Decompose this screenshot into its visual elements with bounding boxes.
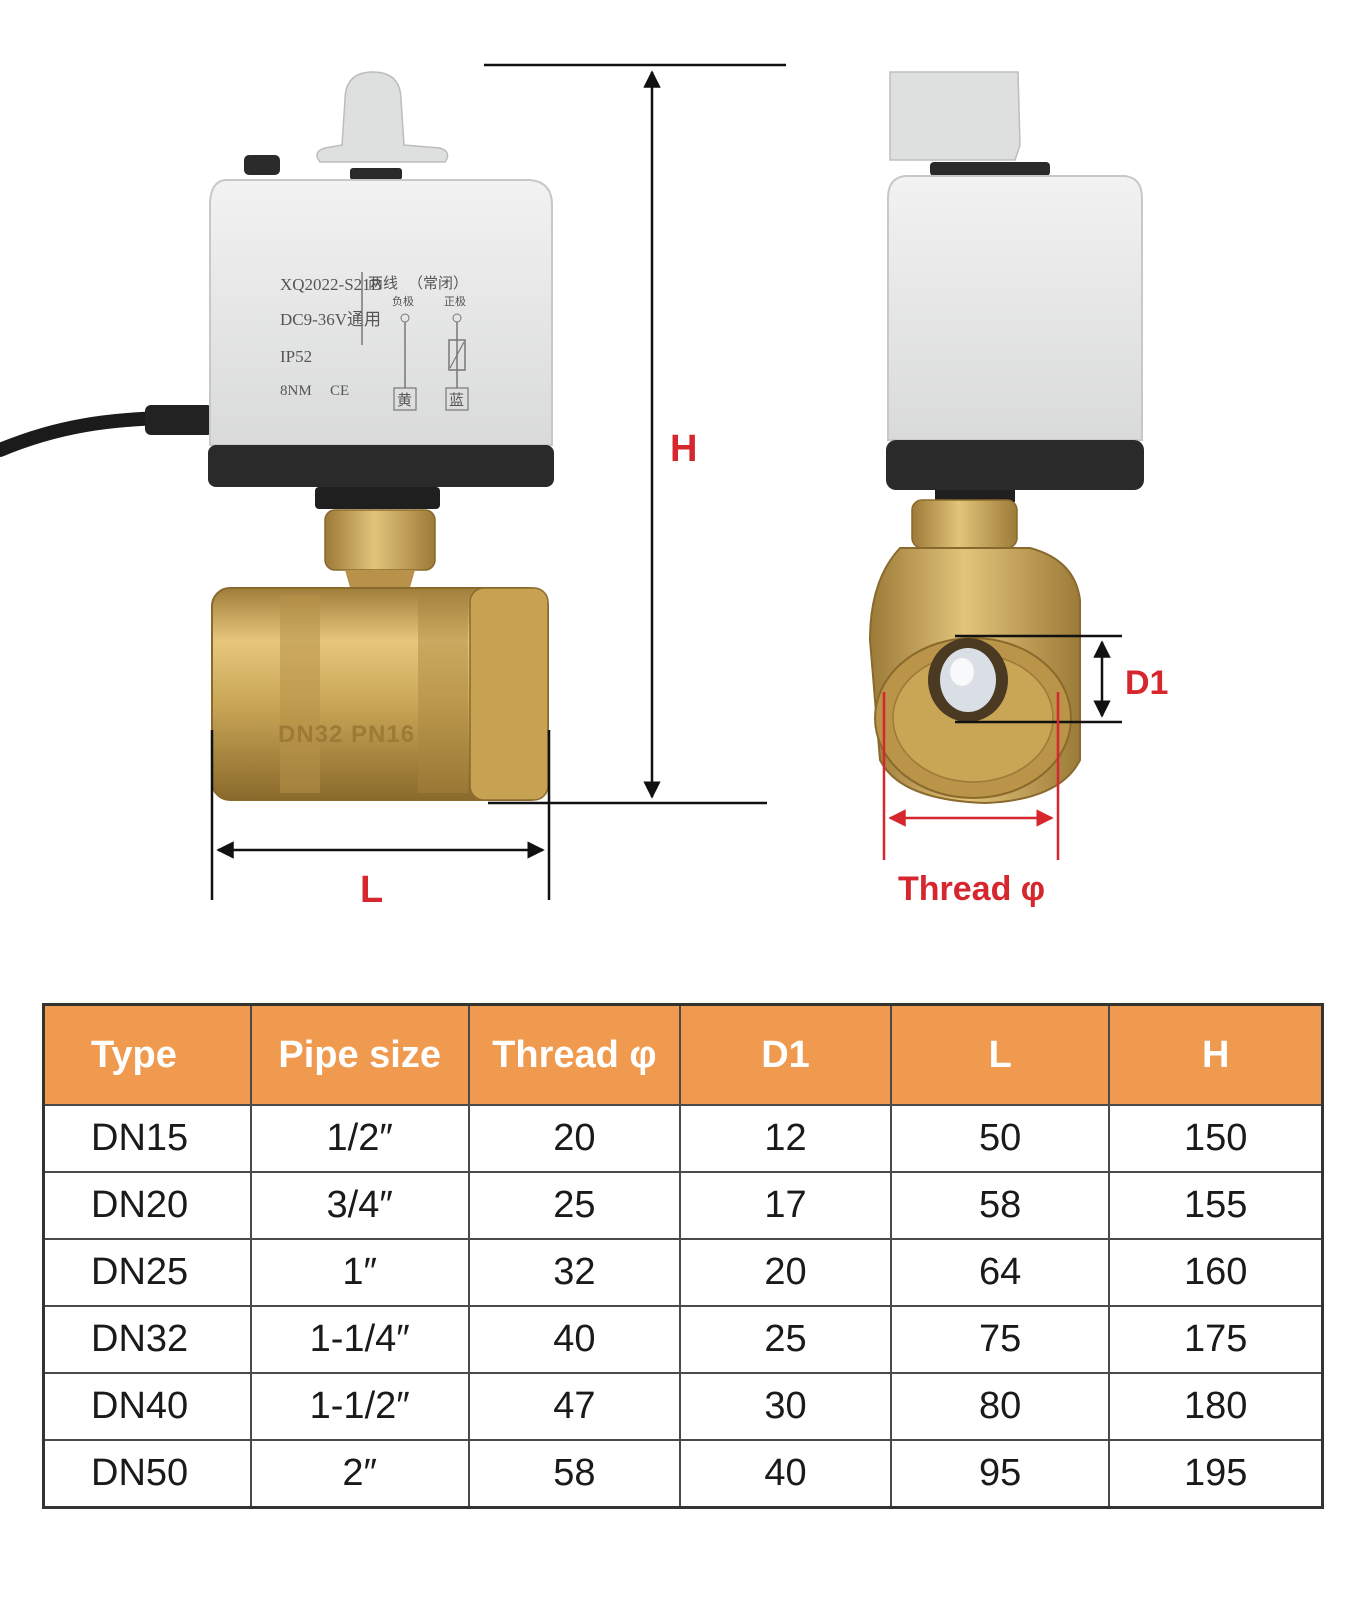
cell-h: 175 [1108,1305,1324,1374]
cell-l: 75 [890,1305,1111,1374]
front-view-valve: XQ2022-S21B DC9-36V通用 IP52 8NM CE 两线 （常闭… [0,71,554,801]
thread-label: Thread φ [898,870,1045,908]
table-row: DN15 1/2″ 20 12 50 150 [42,1104,1324,1173]
side-knob [889,71,1021,161]
side-brass-body [868,547,1081,805]
header-l: L [890,1003,1111,1106]
cell-l: 95 [890,1439,1111,1509]
header-type: Type [42,1003,252,1106]
height-dimension: H [484,63,786,805]
header-d1: D1 [678,1003,893,1106]
cell-l: 80 [890,1372,1111,1441]
side-actuator-housing [887,175,1143,441]
cell-thread: 25 [467,1171,681,1240]
stem-nut [324,509,436,571]
valve-dimension-diagram: XQ2022-S21B DC9-36V通用 IP52 8NM CE 两线 （常闭… [0,63,1168,911]
cell-h: 180 [1108,1372,1324,1441]
cell-thread: 40 [467,1305,681,1374]
table-row: DN50 2″ 58 40 95 195 [42,1439,1324,1509]
protection-text: IP52 [280,347,312,366]
height-label: H [670,428,697,470]
actuator-base [208,445,554,487]
wiring-text: 两线 [368,274,398,292]
cell-pipe-size: 3/4″ [249,1171,470,1240]
cell-type: DN25 [42,1238,252,1307]
side-view-valve [868,71,1144,805]
spec-table: Type Pipe size Thread φ D1 L H DN15 1/2″… [42,1003,1324,1509]
side-stem-nut [911,499,1018,549]
cell-h: 155 [1108,1171,1324,1240]
cell-d1: 30 [678,1372,893,1441]
cell-l: 58 [890,1171,1111,1240]
positive-text: 正极 [444,294,466,308]
actuator-label: XQ2022-S21B DC9-36V通用 IP52 8NM CE 两线 （常闭… [280,272,469,411]
header-h: H [1108,1003,1324,1106]
bore-label: D1 [1125,664,1168,702]
body-marking: DN32 PN16 [278,721,415,748]
cell-d1: 20 [678,1238,893,1307]
cell-pipe-size: 1″ [249,1238,470,1307]
header-thread: Thread φ [467,1003,681,1106]
cell-pipe-size: 1/2″ [249,1104,470,1173]
table-header-row: Type Pipe size Thread φ D1 L H [42,1003,1324,1106]
side-actuator-base [886,440,1144,490]
thread-dimension: Thread φ [882,692,1060,908]
cell-thread: 47 [467,1372,681,1441]
power-cable [0,411,167,457]
cell-type: DN32 [42,1305,252,1374]
table-row: DN32 1-1/4″ 40 25 75 175 [42,1305,1324,1374]
cell-l: 50 [890,1104,1111,1173]
cell-type: DN40 [42,1372,252,1441]
model-text: XQ2022-S21B [280,275,382,294]
bore-dimension: D1 [955,634,1168,724]
cell-pipe-size: 2″ [249,1439,470,1509]
cell-pipe-size: 1-1/2″ [249,1372,470,1441]
cell-thread: 32 [467,1238,681,1307]
wire-b-text: 蓝 [449,391,464,409]
wire-a-text: 黄 [397,391,412,409]
cell-pipe-size: 1-1/4″ [249,1305,470,1374]
header-pipe-size: Pipe size [249,1003,470,1106]
cell-d1: 40 [678,1439,893,1509]
cell-type: DN20 [42,1171,252,1240]
length-dimension: L [210,730,551,911]
manual-knob [316,71,449,163]
negative-text: 负极 [392,294,414,308]
table-row: DN20 3/4″ 25 17 58 155 [42,1171,1324,1240]
cell-thread: 58 [467,1439,681,1509]
cell-d1: 12 [678,1104,893,1173]
cell-type: DN50 [42,1439,252,1509]
cell-type: DN15 [42,1104,252,1173]
cell-d1: 17 [678,1171,893,1240]
actuator-housing [209,179,553,446]
length-label: L [360,869,383,911]
table-row: DN25 1″ 32 20 64 160 [42,1238,1324,1307]
cell-h: 195 [1108,1439,1324,1509]
cell-thread: 20 [467,1104,681,1173]
brass-valve-body: DN32 PN16 [211,587,549,801]
ce-mark: CE [330,383,349,399]
cable-strain-relief [145,405,213,435]
torque-text: 8NM [280,383,312,399]
mode-text: （常闭） [408,274,468,292]
cell-h: 160 [1108,1238,1324,1307]
cell-l: 64 [890,1238,1111,1307]
voltage-text: DC9-36V通用 [280,310,381,329]
cell-d1: 25 [678,1305,893,1374]
table-row: DN40 1-1/2″ 47 30 80 180 [42,1372,1324,1441]
cell-h: 150 [1108,1104,1324,1173]
manual-button [244,155,280,175]
